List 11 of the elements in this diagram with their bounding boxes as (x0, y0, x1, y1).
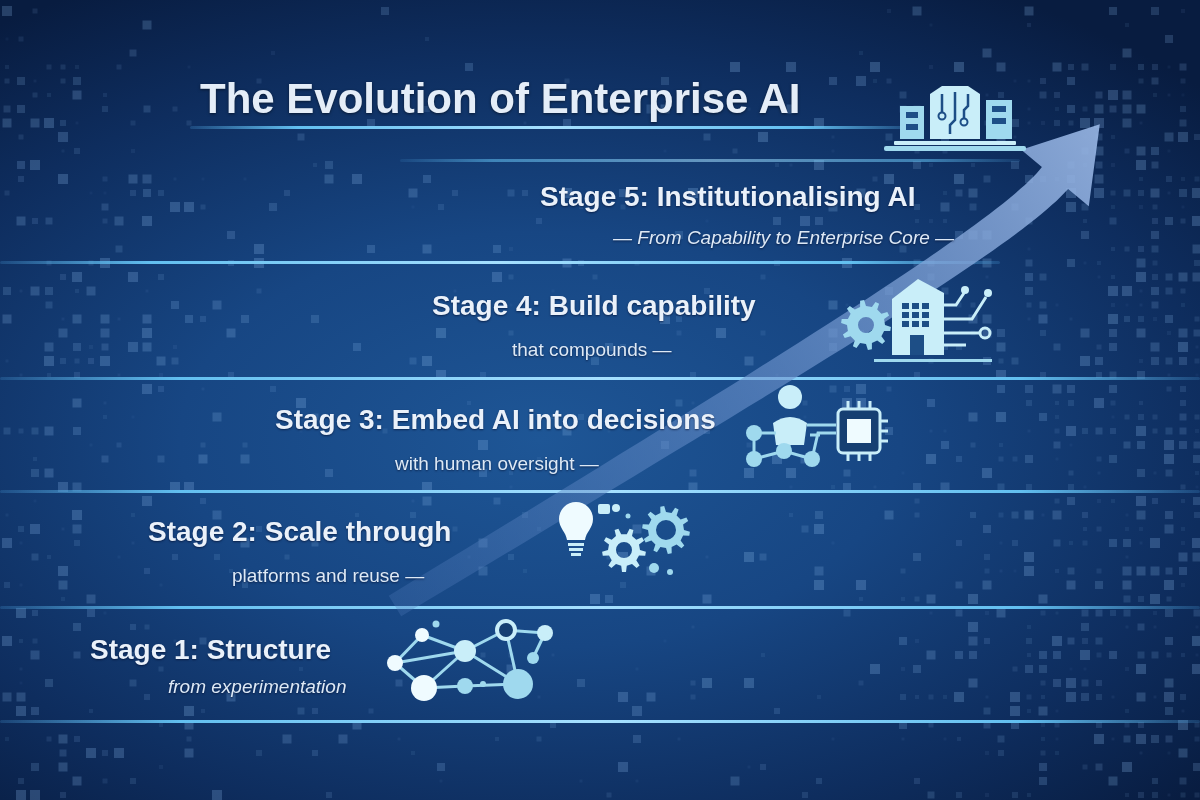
stage-subtitle: that compounds — (512, 338, 672, 362)
stage-heading: Stage 1: Structure (90, 633, 332, 667)
diagram-title: The Evolution of Enterprise AI (200, 74, 801, 124)
stage-subtitle: platforms and reuse — (232, 564, 425, 588)
stage-heading: Stage 4: Build capability (432, 289, 756, 323)
stage-heading: Stage 3: Embed AI into decisions (275, 403, 716, 437)
stage-subtitle: with human oversight — (395, 452, 599, 476)
stage-subtitle: — From Capability to Enterprise Core — (613, 226, 955, 250)
stage-heading: Stage 5: Institutionalising AI (540, 180, 916, 214)
stage-heading: Stage 2: Scale through (148, 515, 452, 549)
stage-subtitle: from experimentation (168, 675, 347, 699)
